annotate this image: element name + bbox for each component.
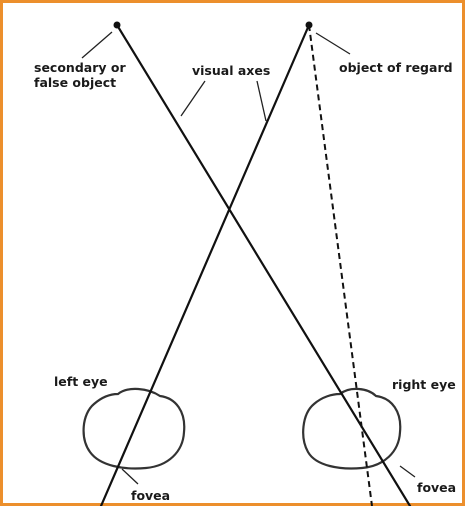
visual-axes-leader-left bbox=[181, 81, 205, 116]
visual-axes-leader-right bbox=[257, 81, 266, 121]
left-fovea-leader bbox=[122, 469, 138, 484]
secondary-object-point bbox=[114, 22, 121, 29]
left-eye-label: left eye bbox=[54, 374, 108, 389]
secondary-object-leader bbox=[82, 32, 112, 58]
object-of-regard-leader bbox=[316, 33, 350, 54]
right-eye-outline bbox=[303, 389, 400, 469]
left-fovea-label: fovea bbox=[131, 488, 170, 503]
object-of-regard-point bbox=[306, 22, 313, 29]
left-visual-axis bbox=[101, 25, 309, 506]
object-of-regard-label: object of regard bbox=[339, 60, 453, 75]
visual-axes-label: visual axes bbox=[192, 63, 270, 78]
secondary-object-label-line2: false object bbox=[34, 75, 116, 90]
right-eye-label: right eye bbox=[392, 377, 456, 392]
secondary-object-label-line1: secondary or bbox=[34, 60, 126, 75]
right-fovea-leader bbox=[400, 466, 415, 477]
right-fovea-label: fovea bbox=[417, 480, 456, 495]
right-eye-line-of-sight bbox=[309, 25, 372, 506]
right-visual-axis bbox=[117, 25, 410, 506]
